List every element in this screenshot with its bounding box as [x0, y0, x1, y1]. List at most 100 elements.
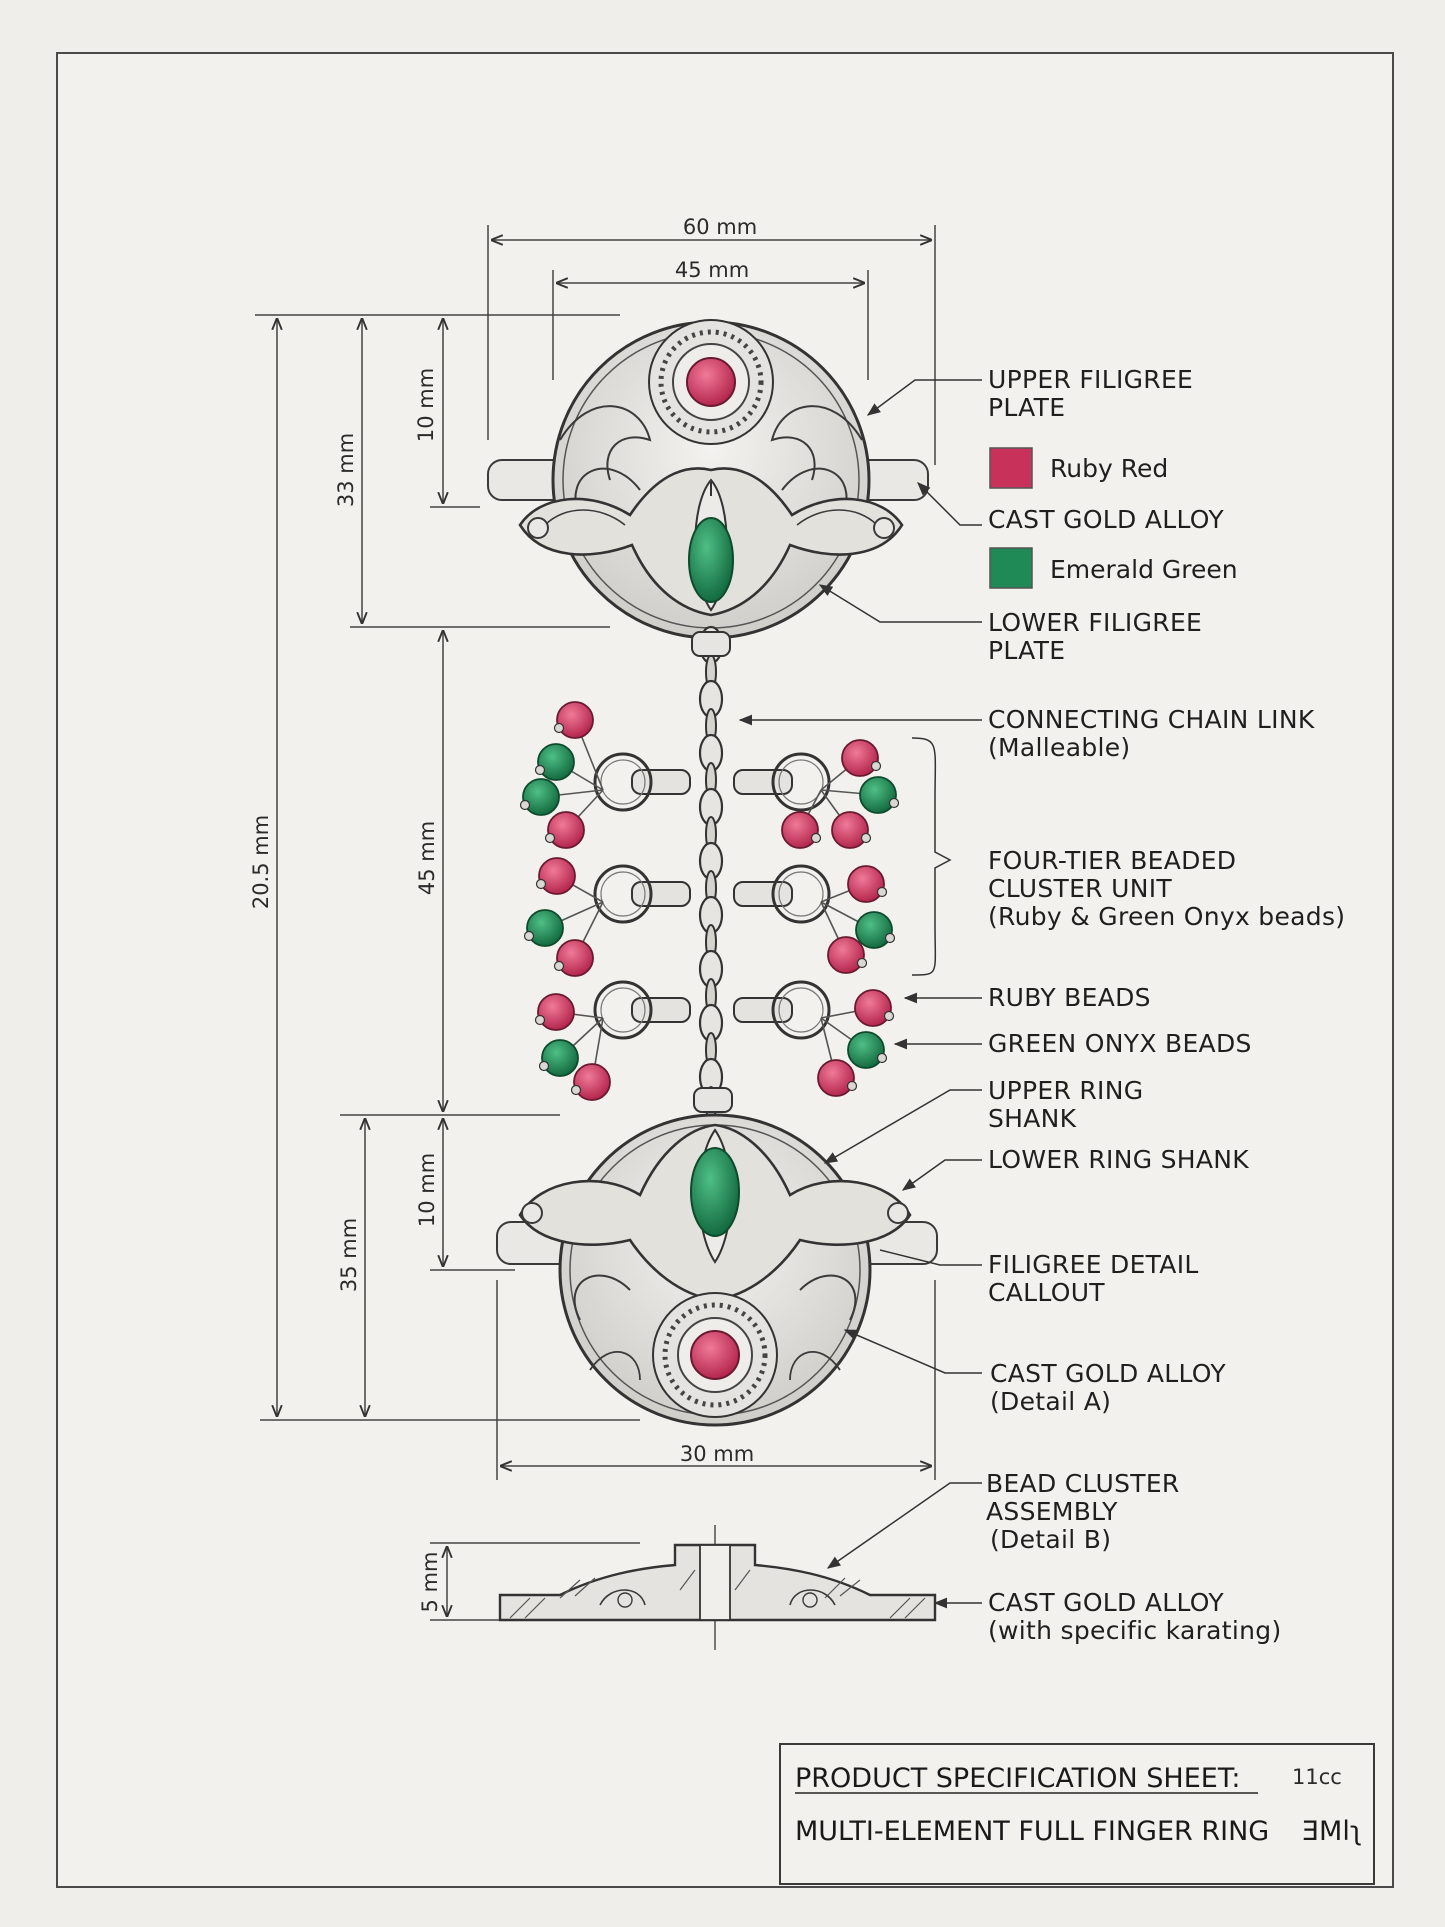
- green-onyx-bead: [522, 778, 560, 816]
- callout-lower-filigree-plate-1: LOWER FILIGREE: [988, 608, 1202, 637]
- dimension-lines: [255, 225, 936, 1621]
- jump-ring-right-inner: [778, 987, 824, 1033]
- jump-ring-left-inner: [600, 987, 646, 1033]
- jump-ring-left-inner: [600, 759, 646, 805]
- emerald-legend-label: Emerald Green: [1050, 555, 1238, 584]
- leader-lines: [738, 379, 982, 1609]
- cluster-bar-right: [733, 881, 793, 907]
- bead-cap: [553, 722, 565, 734]
- ruby-bead: [827, 936, 865, 974]
- callout-bead-cluster-assembly-3: (Detail B): [990, 1525, 1111, 1554]
- green-onyx-bead: [541, 1039, 579, 1077]
- title-line-2-suffix: ƎMlʅ: [1302, 1816, 1362, 1847]
- cluster-bar-left: [631, 997, 691, 1023]
- chain-connector-top: [691, 631, 731, 657]
- jump-ring-right-inner: [778, 871, 824, 917]
- callout-upper-ring-shank-2: SHANK: [988, 1104, 1077, 1133]
- callout-cast-gold-a-2: (Detail A): [990, 1387, 1111, 1416]
- ruby-bead: [538, 857, 576, 895]
- callout-cast-gold-a-1: CAST GOLD ALLOY: [990, 1359, 1226, 1388]
- dim-base-width: 30 mm: [680, 1442, 754, 1466]
- ruby-bead: [781, 811, 819, 849]
- green-onyx-bead: [855, 911, 893, 949]
- cluster-bar-right: [733, 769, 793, 795]
- dim-plate-width: 45 mm: [675, 258, 749, 282]
- callout-ruby-beads: RUBY BEADS: [988, 983, 1151, 1012]
- bead-cap: [883, 1010, 895, 1022]
- callout-lower-ring-shank: LOWER RING SHANK: [988, 1145, 1249, 1174]
- bead-cap: [570, 1084, 582, 1096]
- ruby-bead: [817, 1059, 855, 1097]
- callout-cluster-1: FOUR-TIER BEADED: [988, 846, 1236, 875]
- upper-ruby-stone: [686, 357, 736, 407]
- ruby-bead: [547, 811, 585, 849]
- callout-upper-filigree-plate-2: PLATE: [988, 393, 1065, 422]
- callout-cluster-3: (Ruby & Green Onyx beads): [988, 902, 1345, 931]
- callout-cluster-2: CLUSTER UNIT: [988, 874, 1172, 903]
- green-onyx-bead: [847, 1031, 885, 1069]
- callout-cast-gold-karating-1: CAST GOLD ALLOY: [988, 1588, 1224, 1617]
- bead-cap: [523, 930, 535, 942]
- callout-upper-filigree-plate-1: UPPER FILIGREE: [988, 365, 1193, 394]
- dim-upper-inner: 10 mm: [414, 368, 438, 442]
- callout-chain-link-2: (Malleable): [988, 733, 1131, 762]
- title-line-1-suffix: 11cc: [1292, 1765, 1342, 1789]
- green-onyx-bead: [537, 743, 575, 781]
- title-block: PRODUCT SPECIFICATION SHEET: 11cc MULTI-…: [779, 1743, 1375, 1885]
- ruby-bead: [847, 865, 885, 903]
- jump-ring-left: [593, 752, 653, 812]
- ruby-bead: [854, 989, 892, 1027]
- bead-clusters: [519, 701, 900, 1101]
- callout-cast-gold-karating-2: (with specific karating): [988, 1616, 1282, 1645]
- upper-emerald-stone: [688, 517, 734, 603]
- lower-emerald-stone: [690, 1147, 740, 1237]
- bead-cap: [870, 760, 882, 772]
- ruby-bead: [573, 1063, 611, 1101]
- cluster-bar-right: [733, 997, 793, 1023]
- bead-cap: [553, 960, 565, 972]
- ruby-legend-label: Ruby Red: [1050, 454, 1168, 483]
- bead-cap: [810, 832, 822, 844]
- bead-cap: [544, 832, 556, 844]
- bead-cap: [876, 886, 888, 898]
- cluster-bar-left: [631, 881, 691, 907]
- bead-cap: [534, 764, 546, 776]
- cluster-bar-left: [631, 769, 691, 795]
- callout-labels: UPPER FILIGREE PLATE CAST GOLD ALLOY LOW…: [986, 365, 1345, 1645]
- callout-filigree-detail-1: FILIGREE DETAIL: [988, 1250, 1199, 1279]
- bead-cap: [534, 1014, 546, 1026]
- chain-connector-bottom: [693, 1087, 733, 1113]
- bead-cap: [876, 1052, 888, 1064]
- dim-profile-height: 5 mm: [418, 1552, 442, 1613]
- dim-upper-plate: 33 mm: [334, 433, 358, 507]
- jump-ring-right-inner: [778, 759, 824, 805]
- ruby-bead: [841, 739, 879, 777]
- callout-lower-filigree-plate-2: PLATE: [988, 636, 1065, 665]
- lower-filigree-plate: [496, 1113, 938, 1427]
- jump-ring-left-inner: [600, 871, 646, 917]
- color-legend: Ruby Red Emerald Green: [989, 447, 1238, 589]
- jump-ring-left: [593, 980, 653, 1040]
- bead-cap: [860, 832, 872, 844]
- callout-green-onyx-beads: GREEN ONYX BEADS: [988, 1029, 1252, 1058]
- ruby-bead: [831, 811, 869, 849]
- ruby-swatch: [989, 447, 1033, 489]
- green-onyx-bead: [859, 776, 897, 814]
- jump-ring-right: [771, 980, 831, 1040]
- title-line-1: PRODUCT SPECIFICATION SHEET:: [795, 1763, 1240, 1794]
- jump-ring-right: [771, 752, 831, 812]
- dim-lower-plate: 35 mm: [337, 1218, 361, 1292]
- callout-filigree-detail-2: CALLOUT: [988, 1278, 1105, 1307]
- bead-cap: [535, 878, 547, 890]
- ruby-bead: [537, 993, 575, 1031]
- ruby-bead: [556, 939, 594, 977]
- upper-filigree-plate: [487, 319, 929, 640]
- bead-cap: [519, 799, 531, 811]
- callout-chain-link-1: CONNECTING CHAIN LINK: [988, 705, 1315, 734]
- jump-ring-right: [771, 864, 831, 924]
- emerald-swatch: [989, 547, 1033, 589]
- bead-cap: [846, 1080, 858, 1092]
- dimension-labels: 60 mm 45 mm 10 mm 33 mm 20.5 mm 45 mm 10…: [249, 215, 757, 1612]
- callout-cast-gold-alloy: CAST GOLD ALLOY: [988, 505, 1224, 534]
